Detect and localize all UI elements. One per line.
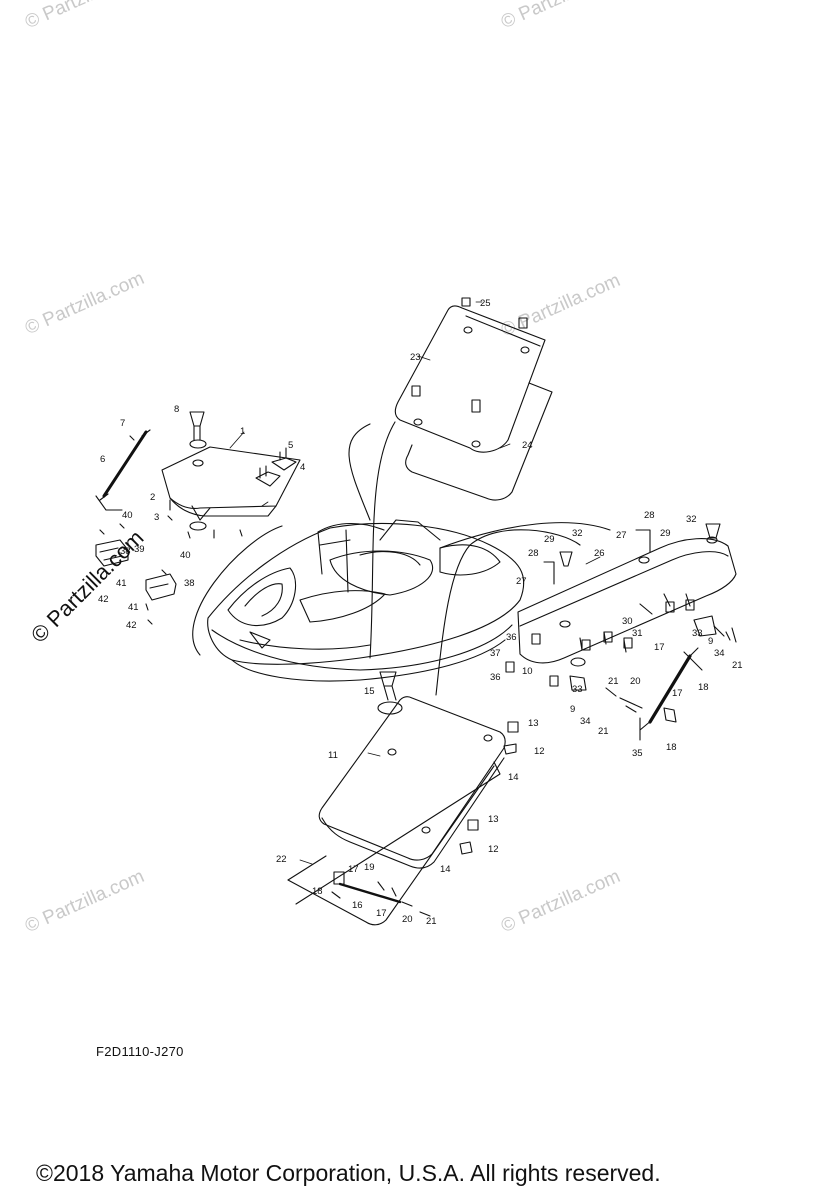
rear-bench-seat [505,523,737,741]
callout-21: 21 [598,726,609,737]
leader-line [439,522,611,549]
callout-leaders [229,301,601,865]
latch-assembly [95,523,177,625]
callout-34: 34 [580,716,591,727]
callout-32: 32 [572,528,583,539]
callout-37: 37 [490,648,501,659]
leader-line [192,525,283,656]
callout-14: 14 [508,772,519,783]
callout-31: 31 [632,628,643,639]
callout-17: 17 [348,864,359,875]
callout-39: 39 [134,544,145,555]
callout-14: 14 [440,864,451,875]
callout-32: 32 [686,514,697,525]
callout-35: 35 [632,748,643,759]
gas-strut [95,429,151,511]
callout-11: 11 [328,750,338,761]
lower-seat-lid [287,671,519,926]
callout-30: 30 [622,616,633,627]
callout-21: 21 [426,916,437,927]
copyright-notice: ©2018 Yamaha Motor Corporation, U.S.A. A… [36,1160,661,1186]
callout-29: 29 [660,528,671,539]
callout-19: 19 [364,862,375,873]
callout-17: 17 [654,642,665,653]
callout-6: 6 [100,454,105,465]
callout-2: 2 [150,492,155,503]
callout-12: 12 [534,746,545,757]
drawing-code: F2D1110-J270 [96,1044,184,1059]
callout-27: 27 [516,576,527,587]
front-compartment-lid [161,411,301,539]
callout-9: 9 [708,636,713,647]
callout-28: 28 [644,510,655,521]
callout-8: 8 [174,404,179,415]
callout-1: 1 [240,426,245,437]
callout-26: 26 [594,548,605,559]
callout-23: 23 [410,352,421,363]
callout-18: 18 [312,886,323,897]
callout-16: 16 [352,900,363,911]
callout-34: 34 [714,648,725,659]
callout-5: 5 [288,440,293,451]
callout-7: 7 [120,418,125,429]
callout-36: 36 [490,672,501,683]
callout-40: 40 [180,550,191,561]
callout-20: 20 [630,676,641,687]
callout-42: 42 [98,594,109,605]
seat-cushion-top [394,297,553,501]
callout-17: 17 [672,688,683,699]
callout-22: 22 [276,854,287,865]
callout-25: 25 [480,298,491,309]
callout-29: 29 [544,534,555,545]
callout-33: 33 [692,628,703,639]
callout-labels: 1 2 3 4 5 6 7 8 9 9 10 11 12 12 13 13 14… [98,298,743,927]
callout-38: 38 [184,578,195,589]
callout-12: 12 [488,844,499,855]
callout-13: 13 [488,814,499,825]
callout-9: 9 [570,704,575,715]
callout-10: 10 [522,666,533,677]
callout-40: 40 [122,510,133,521]
callout-21: 21 [732,660,743,671]
callout-15: 15 [364,686,375,697]
leader-line [369,421,396,659]
callout-17: 17 [376,908,387,919]
callout-18: 18 [698,682,709,693]
callout-24: 24 [522,440,533,451]
callout-21: 21 [608,676,619,687]
callout-13: 13 [528,718,539,729]
callout-33: 33 [572,684,583,695]
callout-27: 27 [616,530,627,541]
callout-20: 20 [402,914,413,925]
callout-28: 28 [528,548,539,559]
callout-38: 38 [120,546,131,557]
callout-4: 4 [300,462,305,473]
callout-41: 41 [116,578,127,589]
callout-41: 41 [128,602,139,613]
callout-3: 3 [154,512,159,523]
boat-hull [207,519,525,682]
callout-18: 18 [666,742,677,753]
callout-42: 42 [126,620,137,631]
callout-36: 36 [506,632,517,643]
